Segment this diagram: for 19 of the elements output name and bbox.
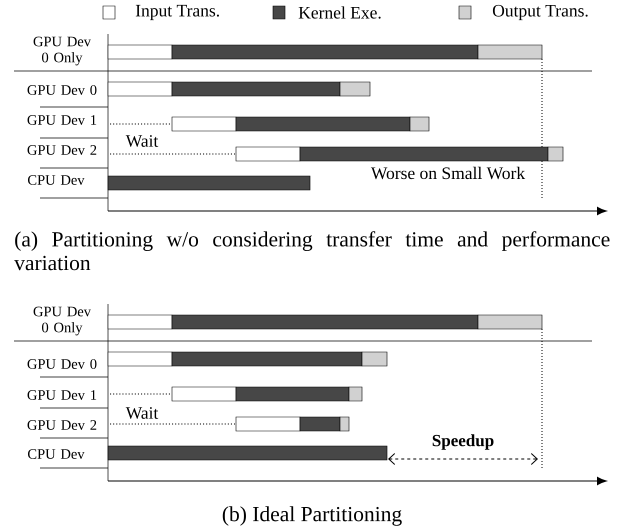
row-label: GPU Dev 2 (28, 420, 96, 430)
row-label: CPU Dev (28, 449, 85, 459)
wait-label: Wait (126, 407, 158, 419)
row-label: GPU Dev 0 Only (34, 36, 91, 66)
wait-label: Wait (126, 135, 158, 147)
row-label: GPU Dev 1 (28, 390, 96, 400)
row-label: GPU Dev 0 Only (34, 306, 91, 336)
speedup-label: Speedup (432, 434, 494, 450)
subcaption: (a) Partitioning w/o considering transfer time and performance variation (14, 231, 610, 270)
row-label: CPU Dev (28, 175, 85, 185)
legend-label: Input Trans. (136, 4, 219, 20)
row-label: GPU Dev 2 (28, 145, 96, 155)
note-label: Worse on Small Work (370, 166, 526, 180)
row-label: GPU Dev 0 (28, 85, 96, 95)
subcaption: (b) Ideal Partitioning (222, 506, 402, 526)
row-label: GPU Dev 0 (28, 359, 96, 369)
row-label: GPU Dev 1 (28, 115, 96, 125)
legend-label: Output Trans. (492, 4, 588, 20)
legend-label: Kernel Exe. (298, 6, 381, 19)
